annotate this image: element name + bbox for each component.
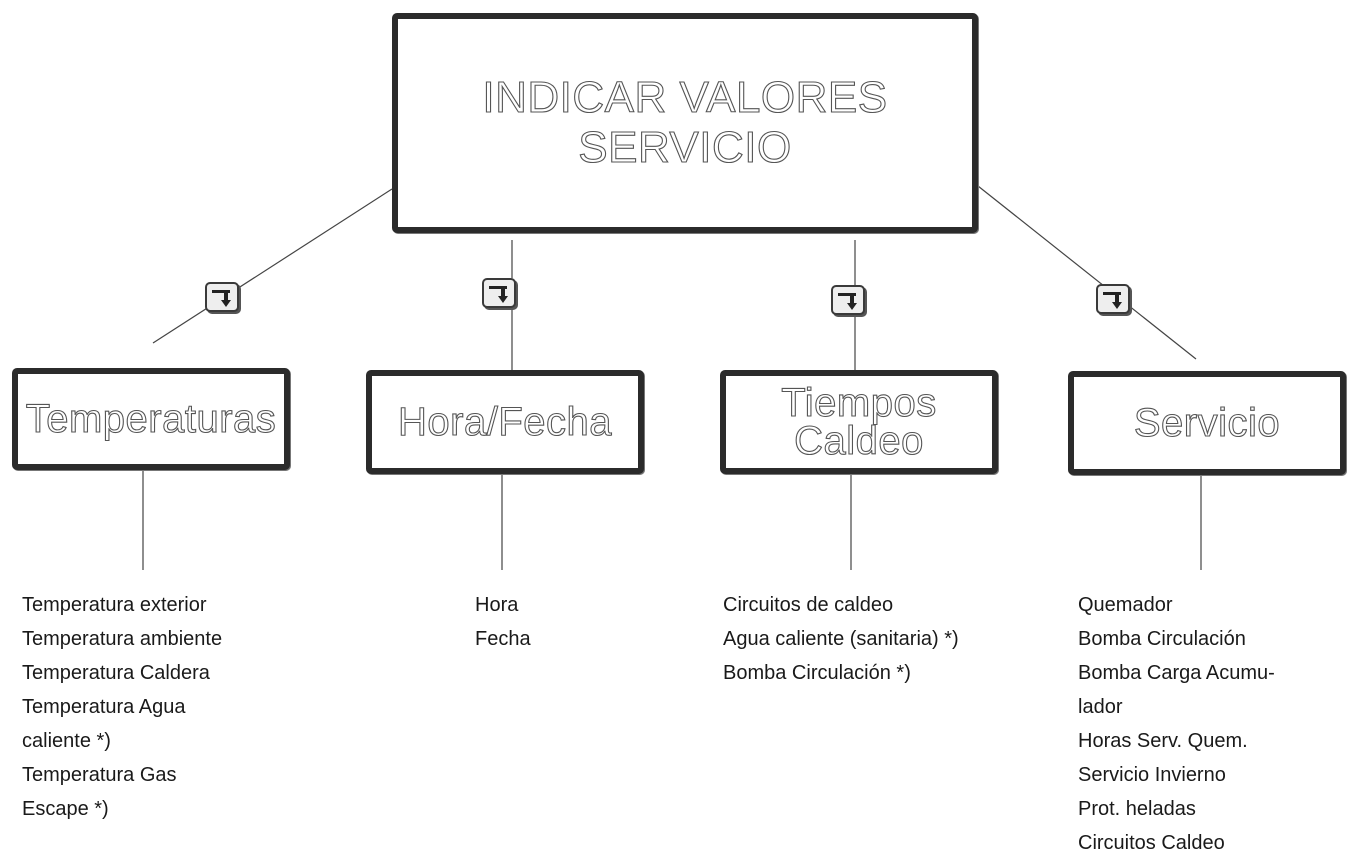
list-item: Prot. heladas [1078, 798, 1196, 820]
category-temperaturas: Temperaturas [12, 368, 290, 470]
list-item: Horas Serv. Quem. [1078, 730, 1248, 752]
category-label: Servicio [1133, 401, 1281, 445]
list-item: caliente *) [22, 730, 111, 752]
list-item: Quemador [1078, 594, 1173, 616]
connector-root-servicio [977, 185, 1197, 360]
list-item: Hora [475, 594, 519, 616]
category-label-line: Caldeo [794, 419, 924, 463]
root-node: INDICAR VALORES SERVICIO [392, 13, 978, 233]
list-item: Temperatura exterior [22, 594, 207, 616]
list-item: Bomba Carga Acumu- [1078, 662, 1275, 684]
arrow-down-key-icon [482, 278, 516, 308]
list-item: Circuitos de caldeo [723, 594, 894, 616]
list-item: Temperatura ambiente [22, 628, 223, 650]
category-servicio: Servicio [1068, 371, 1346, 475]
arrow-down-key-icon [205, 282, 239, 312]
list-item: Agua caliente (sanitaria) *) [723, 628, 959, 650]
connector-root-temperaturas [152, 188, 393, 344]
list-item: Temperatura Gas [22, 764, 177, 786]
category-label-line: Tiempos [781, 381, 937, 425]
list-item: Bomba Circulación *) [723, 662, 911, 684]
category-label: Hora/Fecha [397, 400, 612, 444]
arrow-down-key-icon [831, 285, 865, 315]
category-label: Tiempos Caldeo [781, 381, 937, 463]
list-item: Circuitos Caldeo [1078, 832, 1225, 854]
category-tiempos-caldeo: Tiempos Caldeo [720, 370, 998, 474]
root-node-label: INDICAR VALORES SERVICIO [482, 72, 888, 172]
list-item: Servicio Invierno [1078, 764, 1226, 786]
list-item: Fecha [475, 628, 531, 650]
hora-fecha-item-list: Hora Fecha [475, 588, 531, 656]
servicio-item-list: Quemador Bomba Circulación Bomba Carga A… [1078, 588, 1275, 860]
list-item: Bomba Circulación [1078, 628, 1246, 650]
list-item: lador [1078, 696, 1123, 718]
list-item: Temperatura Caldera [22, 662, 210, 684]
category-label: Temperaturas [25, 397, 277, 441]
arrow-down-key-icon [1096, 284, 1130, 314]
temperaturas-item-list: Temperatura exterior Temperatura ambient… [22, 588, 222, 826]
category-hora-fecha: Hora/Fecha [366, 370, 644, 474]
list-item: Escape *) [22, 798, 109, 820]
list-item: Temperatura Agua [22, 696, 186, 718]
tiempos-caldeo-item-list: Circuitos de caldeo Agua caliente (sanit… [723, 588, 959, 690]
